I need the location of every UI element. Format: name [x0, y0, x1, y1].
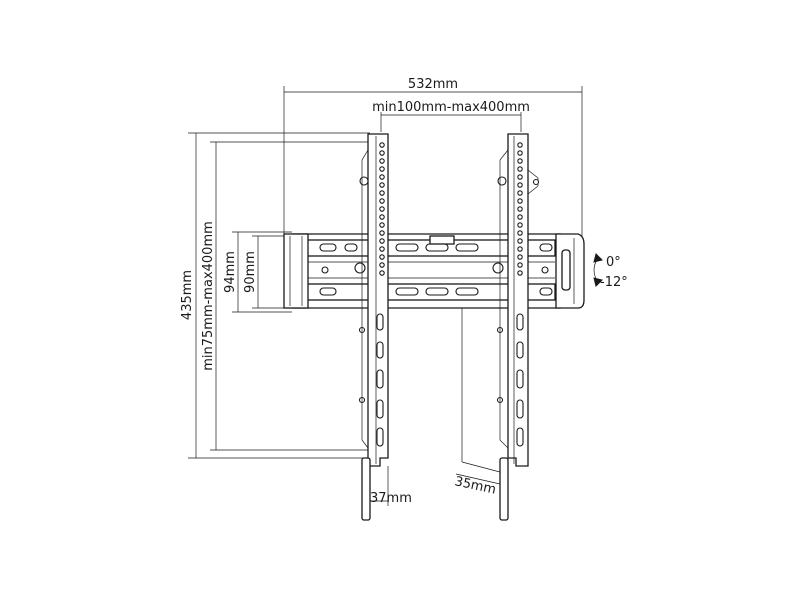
dimension-lines [188, 86, 583, 506]
plate-height-a-label: 94mm [223, 251, 238, 293]
dimension-labels: 532mm min100mm-max400mm 435mm min75mm-ma… [180, 77, 628, 506]
tilt-lower-label: -12° [600, 275, 628, 290]
left-vertical-arm [354, 133, 389, 521]
profile-depth-label: 37mm [370, 491, 412, 506]
vesa-horizontal-label: min100mm-max400mm [372, 100, 530, 115]
right-vertical-arm [492, 133, 540, 521]
tilt-arrow-icon [593, 253, 603, 287]
wall-plate [291, 233, 563, 309]
overall-width-label: 532mm [408, 77, 458, 92]
right-arm-holes [517, 142, 523, 276]
plate-height-b-label: 90mm [243, 251, 258, 293]
left-arm-holes [379, 142, 385, 276]
left-end-cap [283, 233, 309, 309]
overall-height-label: 435mm [180, 270, 195, 320]
tilt-upper-label: 0° [606, 255, 621, 270]
right-end-cap [555, 233, 585, 309]
arm-offset-label: 35mm [453, 474, 497, 497]
vesa-vertical-label: min75mm-max400mm [201, 221, 216, 371]
